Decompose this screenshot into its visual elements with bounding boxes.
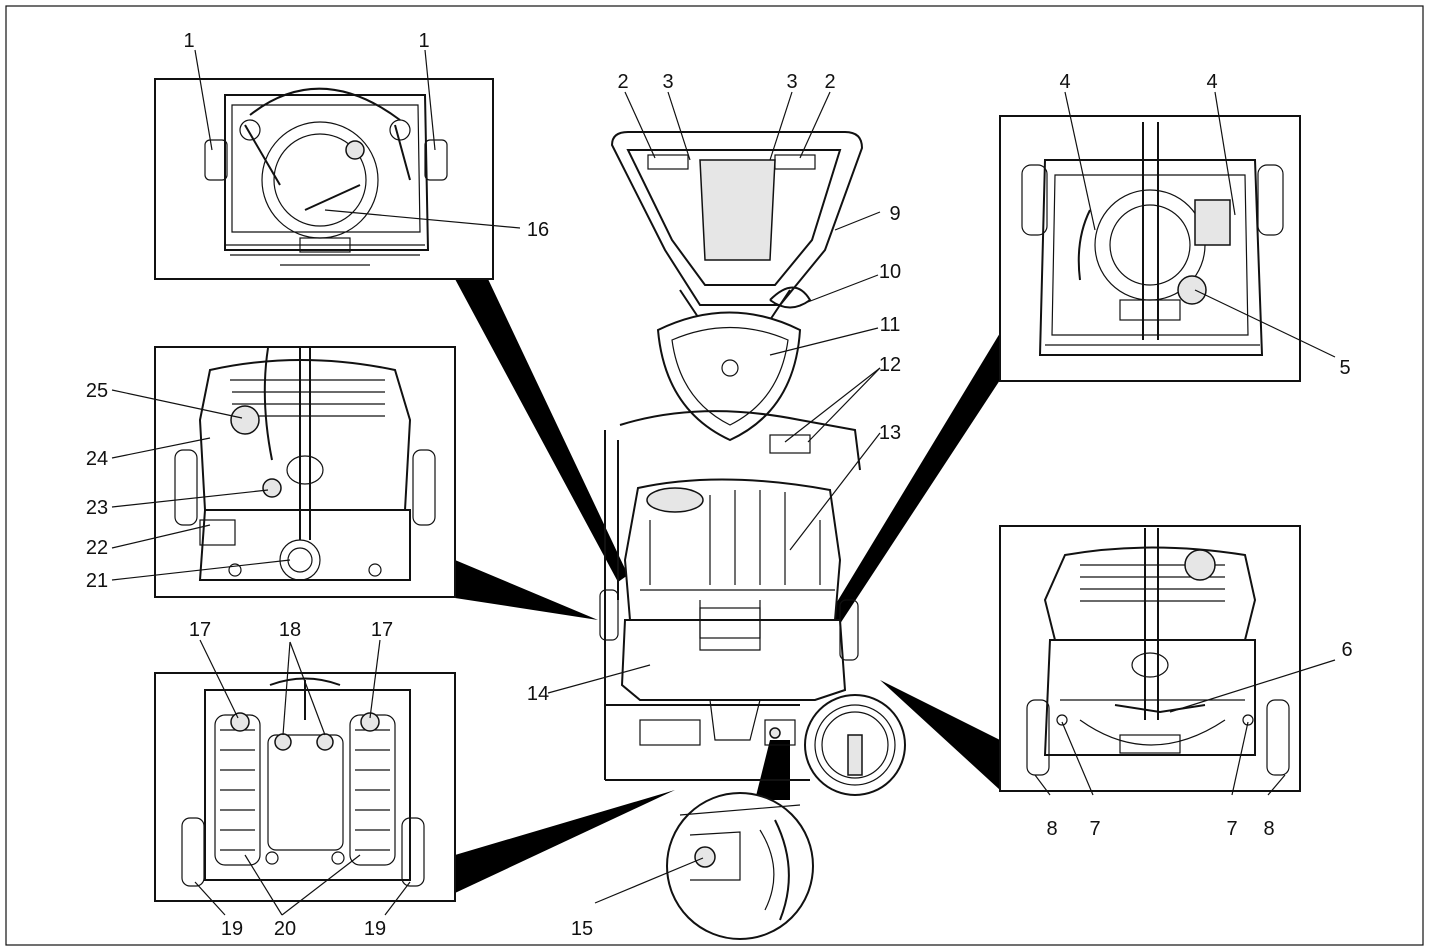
label-4-right: 4 — [1206, 71, 1217, 93]
inset-bottom-left — [154, 672, 456, 902]
label-3-right: 3 — [786, 71, 797, 93]
label-23: 23 — [86, 497, 108, 519]
label-19-left: 19 — [221, 918, 243, 940]
inset-bottom-right — [999, 525, 1301, 792]
label-21: 21 — [86, 570, 108, 592]
inset-mid-left — [154, 346, 456, 598]
label-14: 14 — [527, 683, 549, 705]
label-11: 11 — [880, 314, 901, 336]
label-2-left: 2 — [617, 71, 628, 93]
label-8-right: 8 — [1263, 818, 1274, 840]
label-17-left: 17 — [189, 619, 211, 641]
label-20: 20 — [274, 918, 296, 940]
wedge-detail — [755, 740, 790, 800]
label-1-right: 1 — [418, 30, 429, 52]
label-15: 15 — [571, 918, 593, 940]
label-8-left: 8 — [1046, 818, 1057, 840]
label-2-right: 2 — [824, 71, 835, 93]
wedge-top-left — [455, 279, 628, 582]
label-5: 5 — [1339, 357, 1350, 379]
label-9: 9 — [889, 203, 900, 225]
number-labels: 1 1 2 3 3 2 4 4 5 6 8 7 7 8 9 10 11 12 1… — [86, 30, 1353, 940]
leader-lines — [111, 49, 1336, 916]
label-17-right: 17 — [371, 619, 393, 641]
label-13: 13 — [879, 422, 901, 444]
wedge-bottom-right — [880, 680, 1000, 790]
label-3-left: 3 — [662, 71, 673, 93]
label-1-left: 1 — [183, 30, 194, 52]
inset-top-left — [154, 78, 494, 280]
central-machine — [599, 131, 906, 796]
wedge-mid-left — [455, 560, 598, 620]
label-4-left: 4 — [1059, 71, 1070, 93]
label-12: 12 — [879, 354, 901, 376]
label-16: 16 — [527, 219, 549, 241]
detail-circle — [666, 792, 814, 940]
label-25: 25 — [86, 380, 108, 402]
label-6: 6 — [1341, 639, 1352, 661]
outer-frame — [5, 5, 1424, 946]
label-22: 22 — [86, 537, 108, 559]
label-18: 18 — [279, 619, 301, 641]
label-19-right: 19 — [364, 918, 386, 940]
label-24: 24 — [86, 448, 108, 470]
label-7-right: 7 — [1226, 818, 1237, 840]
label-7-left: 7 — [1089, 818, 1100, 840]
inset-top-right — [999, 115, 1301, 382]
label-10: 10 — [879, 261, 901, 283]
wedge-bottom-left — [455, 790, 675, 893]
